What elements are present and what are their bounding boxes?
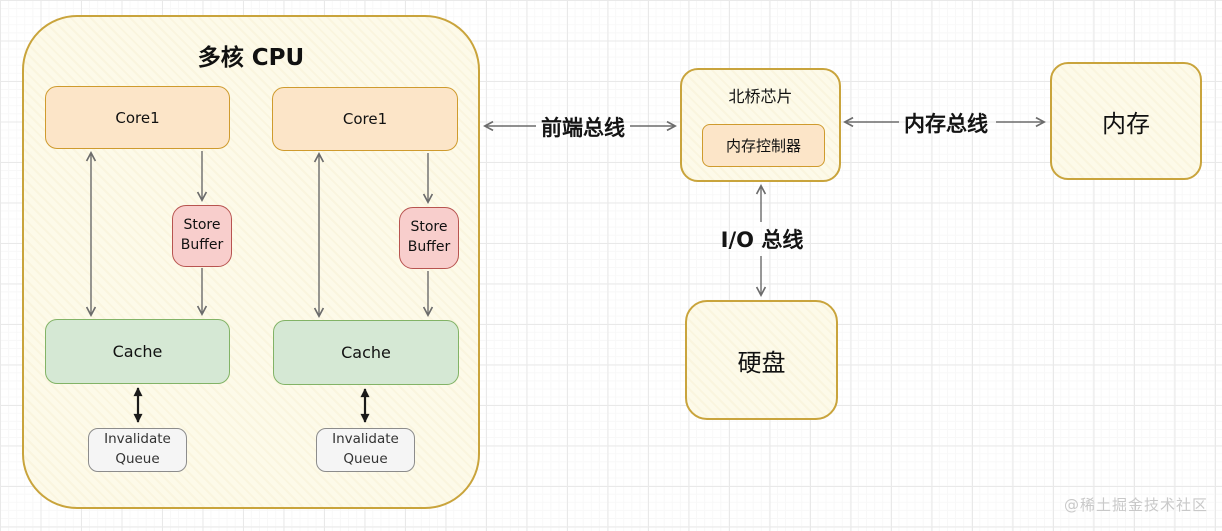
- store-buffer-left-label: Store Buffer: [180, 217, 224, 253]
- io-bus-label: I/O 总线: [720, 228, 804, 252]
- core1-left-label: Core1: [115, 108, 160, 127]
- memory-controller-label: 内存控制器: [725, 137, 801, 155]
- cache-left-label: Cache: [112, 342, 163, 361]
- watermark: @稀土掘金技术社区: [1063, 496, 1208, 514]
- core1-right-box: Core1: [272, 87, 458, 151]
- northbridge-title: 北桥芯片: [728, 87, 793, 106]
- store-buffer-right-label: Store Buffer: [407, 219, 451, 255]
- invalidate-queue-right-box: Invalidate Queue: [316, 428, 415, 472]
- store-buffer-left-box: Store Buffer: [172, 205, 232, 267]
- cpu-title: 多核 CPU: [197, 45, 305, 71]
- northbridge-box: 北桥芯片 内存控制器: [680, 68, 841, 182]
- invalidate-queue-left-box: Invalidate Queue: [88, 428, 187, 472]
- front-side-bus-label: 前端总线: [541, 116, 625, 140]
- memory-controller-box: 内存控制器: [702, 124, 825, 167]
- disk-box: 硬盘: [685, 300, 838, 420]
- memory-box: 内存: [1050, 62, 1202, 180]
- memory-label: 内存: [1102, 109, 1150, 138]
- invalidate-queue-right-label: Invalidate Queue: [332, 431, 399, 467]
- invalidate-queue-left-label: Invalidate Queue: [104, 431, 171, 467]
- disk-label: 硬盘: [737, 348, 786, 377]
- core1-left-box: Core1: [45, 86, 230, 149]
- cache-right-box: Cache: [273, 320, 459, 385]
- cache-left-box: Cache: [45, 319, 230, 384]
- store-buffer-right-box: Store Buffer: [399, 207, 459, 269]
- memory-bus-label: 内存总线: [904, 112, 988, 136]
- cache-right-label: Cache: [341, 343, 391, 362]
- core1-right-label: Core1: [342, 110, 388, 128]
